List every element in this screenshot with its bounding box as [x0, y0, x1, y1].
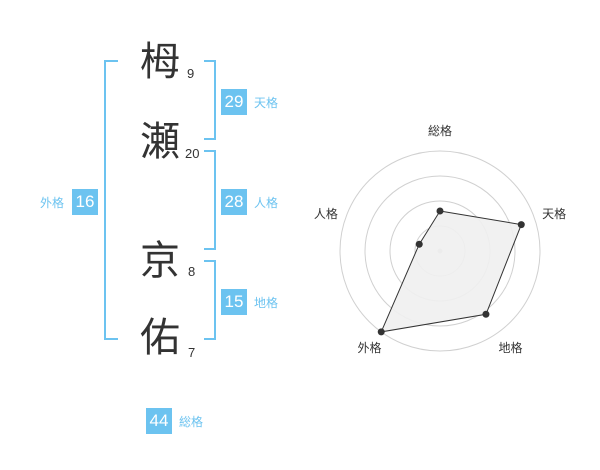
- gaikaku-value: 16: [72, 189, 98, 215]
- name-char-1: 栂: [140, 39, 180, 85]
- name-char-3: 京: [140, 238, 180, 284]
- radar-point-4: [377, 328, 385, 336]
- radar-axis-label-1: 総格: [428, 123, 452, 138]
- stroke-count-4: 7: [188, 345, 196, 360]
- jinkaku-label: 人格: [254, 196, 279, 210]
- radar-axis-label-3: 地格: [498, 340, 522, 355]
- soukaku-value: 44: [146, 408, 172, 434]
- stroke-count-2: 20: [185, 146, 200, 161]
- tenkaku-bracket: [204, 60, 216, 140]
- radar-point-1: [436, 207, 444, 215]
- stroke-count-3: 8: [188, 264, 196, 279]
- radar-point-2: [517, 221, 525, 229]
- jinkaku-bracket: [204, 150, 216, 250]
- radar-axis-label-2: 天格: [542, 206, 566, 221]
- gaikaku-bracket: [104, 60, 118, 340]
- name-char-2: 瀬: [140, 119, 180, 165]
- radar-ring-4: [339, 150, 541, 352]
- radar-ring-3: [364, 175, 516, 327]
- chikaku-label: 地格: [254, 296, 279, 310]
- chikaku-bracket: [204, 260, 216, 340]
- radar-axis-label-4: 外格: [357, 340, 381, 355]
- radar-axis-label-5: 人格: [314, 206, 338, 221]
- radar-point-3: [482, 310, 490, 318]
- chikaku-value: 15: [221, 289, 247, 315]
- radar-series-polygon: [380, 210, 522, 333]
- gaikaku-label: 外格: [40, 196, 65, 210]
- radar-point-5: [415, 240, 423, 248]
- tenkaku-label: 天格: [254, 96, 279, 110]
- jinkaku-value: 28: [221, 189, 247, 215]
- tenkaku-value: 29: [221, 89, 247, 115]
- stroke-count-1: 9: [187, 66, 195, 81]
- name-char-4: 佑: [140, 315, 180, 361]
- soukaku-label: 総格: [179, 415, 204, 429]
